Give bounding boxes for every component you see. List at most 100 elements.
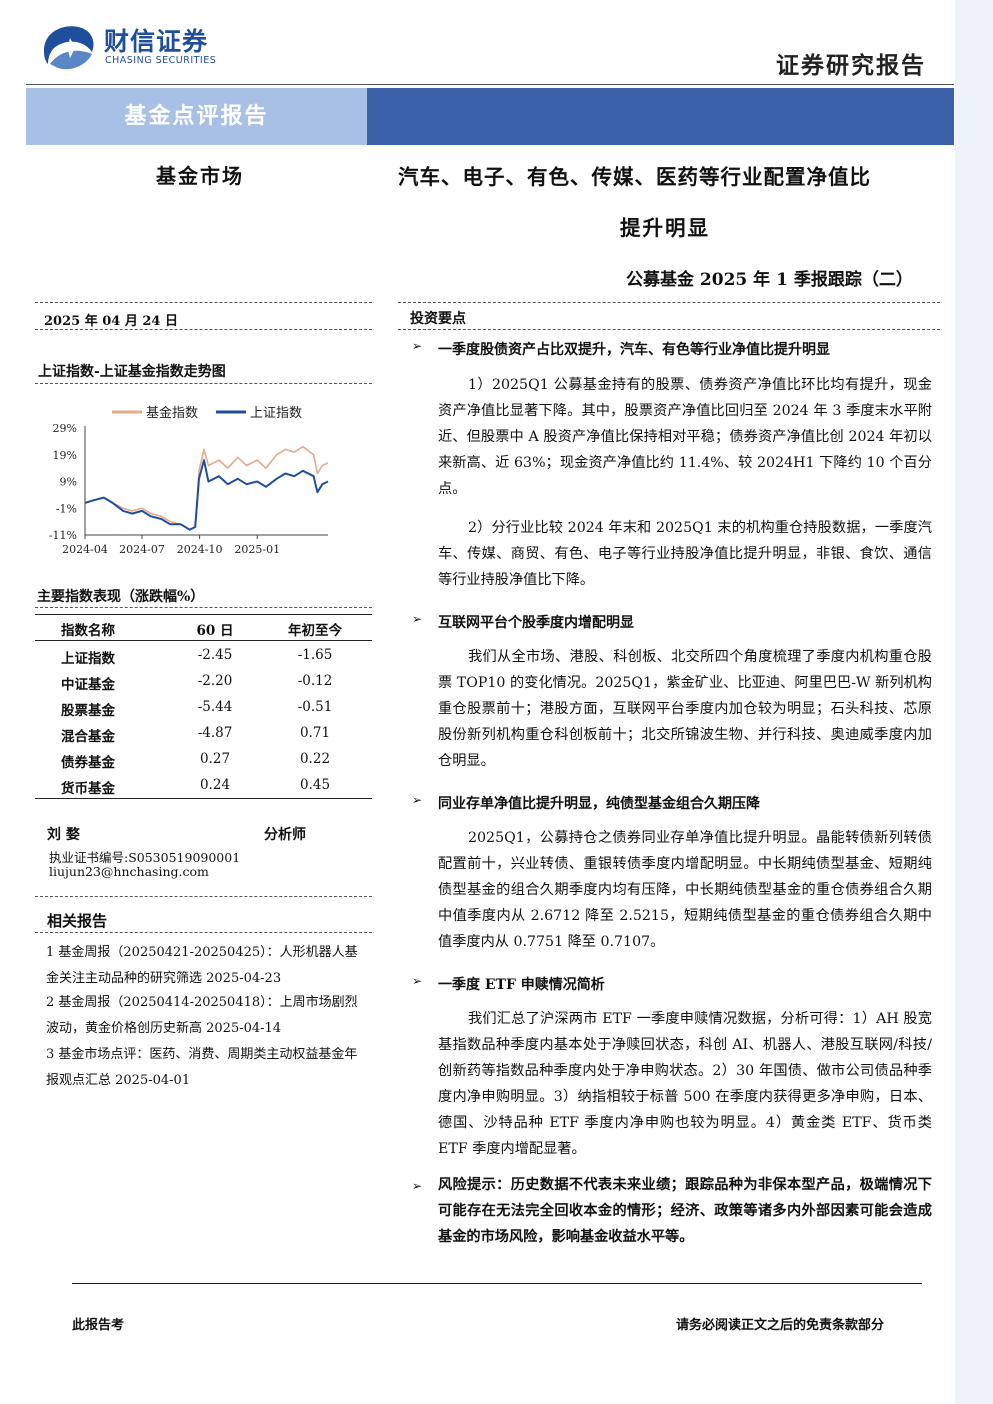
table-row: 混合基金 -4.87 0.71 <box>35 720 372 746</box>
series-line-fund-index <box>84 445 329 531</box>
risk-text: 风险提示：历史数据不代表未来业绩；跟踪品种为非保本型产品，极端情况下可能存在无法… <box>438 1177 932 1245</box>
table-row: 上证指数 -2.45 -1.65 <box>35 642 372 668</box>
section-bullet: 互联网平台个股季度内增配明显 <box>438 615 634 631</box>
table-row: 股票基金 -5.44 -0.51 <box>35 694 372 720</box>
table-top-rule <box>35 614 372 615</box>
report-date: 2025 年 04 月 24 日 <box>44 314 178 329</box>
section-paragraph: 2025Q1，公募持仓之债券同业存单净值比提升明显。晶能转债新列转债配置前十，兴… <box>438 825 932 955</box>
row-name: 中证基金 <box>61 677 115 693</box>
table-row: 货币基金 0.24 0.45 <box>35 772 372 798</box>
footer-left: 此报告考 <box>72 1318 125 1333</box>
chasing-logo-icon <box>44 26 94 70</box>
related-item[interactable]: 1 基金周报（20250421-20250425）：人形机器人基金关注主动品种的… <box>46 945 358 986</box>
bullet-arrow-icon: ➢ <box>412 793 423 807</box>
category-title: 基金市场 <box>156 164 244 188</box>
row-ytd: 0.45 <box>299 777 331 793</box>
summary-rule-bottom <box>398 329 940 330</box>
analyst-cert: 执业证书编号:S0530519090001 <box>49 850 241 865</box>
series-line-sse-index <box>84 459 329 531</box>
col-header-60d: 60 日 <box>196 623 234 639</box>
section-bullet: 同业存单净值比提升明显，纯债型基金组合久期压降 <box>438 796 760 812</box>
chart-heading: 上证指数-上证基金指数走势图 <box>38 364 226 380</box>
row-name: 债券基金 <box>61 755 115 771</box>
section-bullet: 一季度股债资产占比双提升，汽车、有色等行业净值比提升明显 <box>438 342 830 358</box>
row-name: 混合基金 <box>61 729 115 745</box>
analyst-email[interactable]: liujun23@hnchasing.com <box>49 864 209 879</box>
related-rule-bottom <box>35 932 372 933</box>
row-60d: -2.45 <box>197 647 233 663</box>
table-row: 中证基金 -2.20 -0.12 <box>35 668 372 694</box>
table-header-row: 指数名称 60 日 年初至今 <box>35 614 372 640</box>
brand-name-en: CHASING SECURITIES <box>105 55 217 66</box>
section-bullet: 一季度 ETF 申赎情况简析 <box>438 977 605 993</box>
y-tick-label: -1% <box>56 502 77 515</box>
row-60d: -5.44 <box>197 699 233 715</box>
row-ytd: -0.51 <box>297 699 333 715</box>
row-60d: -4.87 <box>197 725 233 741</box>
doc-type: 证券研究报告 <box>776 52 926 79</box>
section-paragraph: 2）分行业比较 2024 年末和 2025Q1 末的机构重仓持股数据，一季度汽车… <box>438 515 932 593</box>
analyst-role: 分析师 <box>264 827 306 843</box>
row-60d: -2.20 <box>197 673 233 689</box>
bullet-arrow-icon: ➢ <box>412 339 423 353</box>
row-ytd: -1.65 <box>297 647 333 663</box>
legend-label: 基金指数 <box>146 405 198 421</box>
analyst-name: 刘 婺 <box>47 827 80 843</box>
summary-heading: 投资要点 <box>410 311 466 327</box>
chart-heading-rule <box>35 383 372 384</box>
x-tick-label: 2024-10 <box>177 543 223 556</box>
paragraph-text: 1）2025Q1 公募基金持有的股票、债券资产净值比环比均有提升，现金资产净值比… <box>438 377 932 497</box>
row-60d: 0.24 <box>199 777 231 793</box>
row-ytd: 0.22 <box>299 751 331 767</box>
related-heading: 相关报告 <box>47 912 108 930</box>
banner-left-block <box>26 88 367 145</box>
row-ytd: 0.71 <box>299 725 331 741</box>
perf-heading-rule <box>35 607 372 608</box>
main-title-line2: 提升明显 <box>620 216 710 240</box>
paragraph-text: 2）分行业比较 2024 年末和 2025Q1 末的机构重仓持股数据，一季度汽车… <box>438 520 932 588</box>
related-item[interactable]: 3 基金市场点评：医药、消费、周期类主动权益基金年报观点汇总 2025-04-0… <box>46 1047 358 1088</box>
page-side-strip <box>955 0 993 1404</box>
brand-name-cn: 财信证券 <box>104 27 209 56</box>
header-rule <box>26 84 954 85</box>
table-bottom-rule <box>35 798 372 799</box>
row-name: 上证指数 <box>61 651 115 667</box>
section-paragraph: 1）2025Q1 公募基金持有的股票、债券资产净值比环比均有提升，现金资产净值比… <box>438 372 932 502</box>
x-tick-label: 2025-01 <box>234 543 280 556</box>
risk-warning: 风险提示：历史数据不代表未来业绩；跟踪品种为非保本型产品，极端情况下可能存在无法… <box>438 1172 932 1250</box>
sub-title: 公募基金 2025 年 1 季报跟踪（二） <box>626 270 913 290</box>
section-paragraph: 我们汇总了沪深两市 ETF 一季度申赎情况数据，分析可得：1）AH 股宽基指数品… <box>438 1006 932 1162</box>
y-tick-label: 9% <box>60 476 77 489</box>
date-rule-top <box>35 302 372 303</box>
col-header-name: 指数名称 <box>61 623 115 639</box>
legend-label: 上证指数 <box>250 406 302 421</box>
bullet-arrow-icon: ➢ <box>412 612 423 626</box>
banner-right-block <box>367 88 954 145</box>
row-name: 股票基金 <box>61 703 115 719</box>
y-tick-label: -11% <box>49 529 77 542</box>
perf-heading: 主要指数表现（涨跌幅%） <box>37 589 205 605</box>
date-rule-bottom <box>35 329 372 330</box>
paragraph-text: 2025Q1，公募持仓之债券同业存单净值比提升明显。晶能转债新列转债配置前十，兴… <box>438 830 932 950</box>
section-paragraph: 我们从全市场、港股、科创板、北交所四个角度梳理了季度内机构重仓股票 TOP10 … <box>438 644 932 774</box>
x-tick-label: 2024-07 <box>119 543 165 556</box>
bullet-arrow-icon: ➢ <box>412 1179 423 1193</box>
table-header-rule <box>35 640 372 641</box>
footer-rule <box>72 1283 922 1284</box>
row-name: 货币基金 <box>61 781 115 797</box>
related-rule-top <box>35 896 372 897</box>
row-60d: 0.27 <box>199 751 231 767</box>
row-ytd: -0.12 <box>297 673 333 689</box>
y-tick-label: 19% <box>53 449 77 462</box>
x-tick-label: 2024-04 <box>62 543 108 556</box>
col-header-ytd: 年初至今 <box>288 623 342 639</box>
main-title-line1: 汽车、电子、有色、传媒、医药等行业配置净值比 <box>398 165 871 189</box>
footer-disclaimer[interactable]: 请务必阅读正文之后的免责条款部分 <box>676 1318 885 1333</box>
bullet-arrow-icon: ➢ <box>412 974 423 988</box>
table-row: 债券基金 0.27 0.22 <box>35 746 372 772</box>
paragraph-text: 我们从全市场、港股、科创板、北交所四个角度梳理了季度内机构重仓股票 TOP10 … <box>438 649 932 769</box>
related-item[interactable]: 2 基金周报（20250414-20250418）：上周市场剧烈波动，黄金价格创… <box>46 995 358 1036</box>
summary-rule-top <box>398 302 940 303</box>
banner-report-type: 基金点评报告 <box>124 103 269 129</box>
